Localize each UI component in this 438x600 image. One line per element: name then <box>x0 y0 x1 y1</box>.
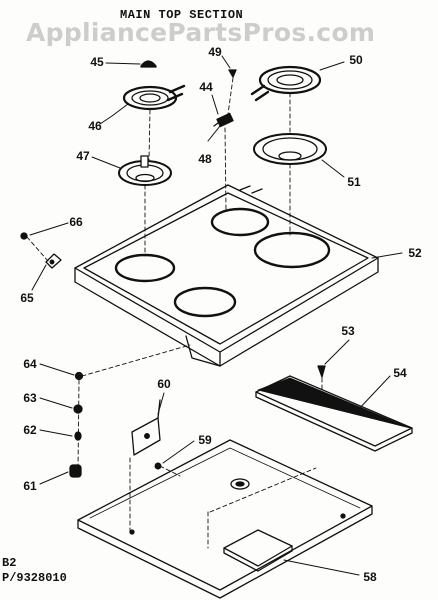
callout-51: 51 <box>347 175 361 189</box>
watermark: AppliancePartsPros.com <box>26 18 376 47</box>
callout-64: 64 <box>23 357 37 371</box>
screw <box>228 69 237 78</box>
clip-screw <box>20 232 28 240</box>
callout-59: 59 <box>198 433 212 447</box>
callout-58: 58 <box>363 570 377 584</box>
leader-lines <box>29 55 403 576</box>
large-drip-bowl <box>253 133 327 165</box>
footer-code: B2 <box>2 556 17 570</box>
callout-52: 52 <box>408 246 422 260</box>
callout-47: 47 <box>76 149 90 163</box>
terminal-receptacle <box>213 112 234 128</box>
burner-openings <box>114 207 331 318</box>
callout-44: 44 <box>199 80 213 94</box>
callout-49: 49 <box>208 45 222 59</box>
panel-screw <box>317 365 326 378</box>
callout-65: 65 <box>20 291 34 305</box>
burner-cap <box>140 60 157 68</box>
main-top-panel <box>74 184 379 367</box>
footer-part-number: P/9328010 <box>2 571 67 585</box>
callout-50: 50 <box>349 53 363 67</box>
mounting-bracket <box>131 399 161 456</box>
callout-46: 46 <box>88 119 102 133</box>
hardware-stack <box>69 371 84 478</box>
section-title: MAIN TOP SECTION <box>120 8 244 22</box>
large-surface-element <box>250 65 322 102</box>
callout-63: 63 <box>23 391 37 405</box>
small-drip-bowl <box>118 155 172 186</box>
callout-66: 66 <box>69 215 83 229</box>
callout-60: 60 <box>157 377 171 391</box>
callout-62: 62 <box>23 423 37 437</box>
callout-48: 48 <box>198 152 212 166</box>
callout-45: 45 <box>90 55 104 69</box>
assembly-lines <box>26 77 323 549</box>
callout-54: 54 <box>393 366 407 380</box>
small-surface-element <box>122 84 186 111</box>
filler-panel <box>255 375 413 452</box>
hinge-clip <box>45 253 62 269</box>
callout-53: 53 <box>341 324 355 338</box>
bottom-panel <box>77 439 373 599</box>
callout-61: 61 <box>23 479 37 493</box>
